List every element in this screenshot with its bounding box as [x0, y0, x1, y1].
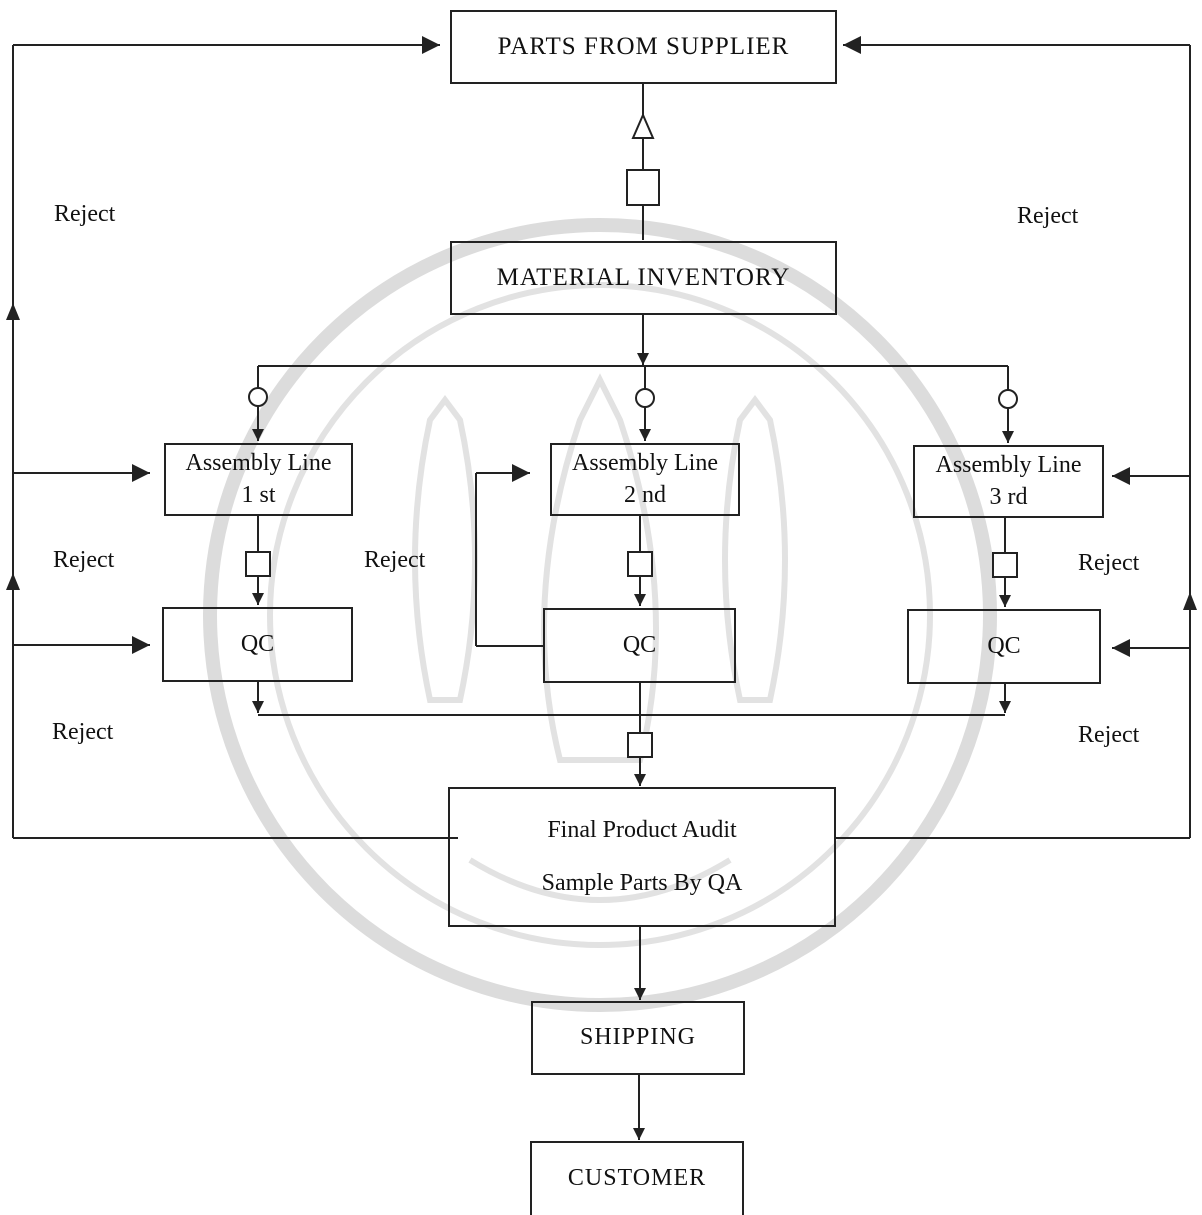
node-parts-from-supplier: PARTS FROM SUPPLIER [450, 10, 837, 84]
reject-label-mid-right: Reject [1078, 550, 1139, 577]
left-loop-arrowhead [6, 303, 20, 320]
node-assembly-line-2: Assembly Line 2 nd [550, 443, 740, 516]
node-assembly-line-1: Assembly Line 1 st [164, 443, 353, 516]
reject-label-mid-left: Reject [53, 547, 114, 574]
node-final-product-audit: Final Product Audit Sample Parts By QA [448, 787, 836, 927]
storage-square [627, 170, 659, 205]
inspection-circle-2 [636, 389, 654, 407]
node-assembly-line-3: Assembly Line 3 rd [913, 445, 1104, 518]
node-sublabel: 1 st [241, 480, 275, 511]
node-label: Assembly Line [936, 450, 1082, 481]
wip-square-1 [246, 552, 270, 576]
node-label: QC [623, 630, 656, 661]
node-label: Assembly Line [572, 448, 718, 479]
reject-label-bottom-right: Reject [1078, 722, 1139, 749]
node-customer: CUSTOMER [530, 1141, 744, 1215]
node-sublabel: Sample Parts By QA [542, 868, 743, 899]
node-label: PARTS FROM SUPPLIER [498, 31, 790, 64]
node-label: QC [241, 629, 274, 660]
reject-label-mid-center: Reject [364, 547, 425, 574]
node-qc-1: QC [162, 607, 353, 682]
node-label: QC [987, 631, 1020, 662]
node-label: Final Product Audit [547, 815, 736, 846]
return-triangle [633, 115, 653, 138]
wip-square-4 [628, 733, 652, 757]
reject-label-top-left: Reject [54, 201, 115, 228]
node-material-inventory: MATERIAL INVENTORY [450, 241, 837, 315]
node-shipping: SHIPPING [531, 1001, 745, 1075]
node-qc-2: QC [543, 608, 736, 683]
inspection-circle-1 [249, 388, 267, 406]
node-sublabel: 3 rd [990, 482, 1028, 513]
node-sublabel: 2 nd [624, 480, 666, 511]
node-label: Assembly Line [186, 448, 332, 479]
node-qc-3: QC [907, 609, 1101, 684]
reject-label-bottom-left: Reject [52, 719, 113, 746]
wip-square-3 [993, 553, 1017, 577]
node-label: MATERIAL INVENTORY [497, 262, 791, 295]
reject-label-top-right: Reject [1017, 203, 1078, 230]
wip-square-2 [628, 552, 652, 576]
inspection-circle-3 [999, 390, 1017, 408]
node-label: CUSTOMER [568, 1163, 706, 1194]
node-label: SHIPPING [580, 1022, 696, 1053]
